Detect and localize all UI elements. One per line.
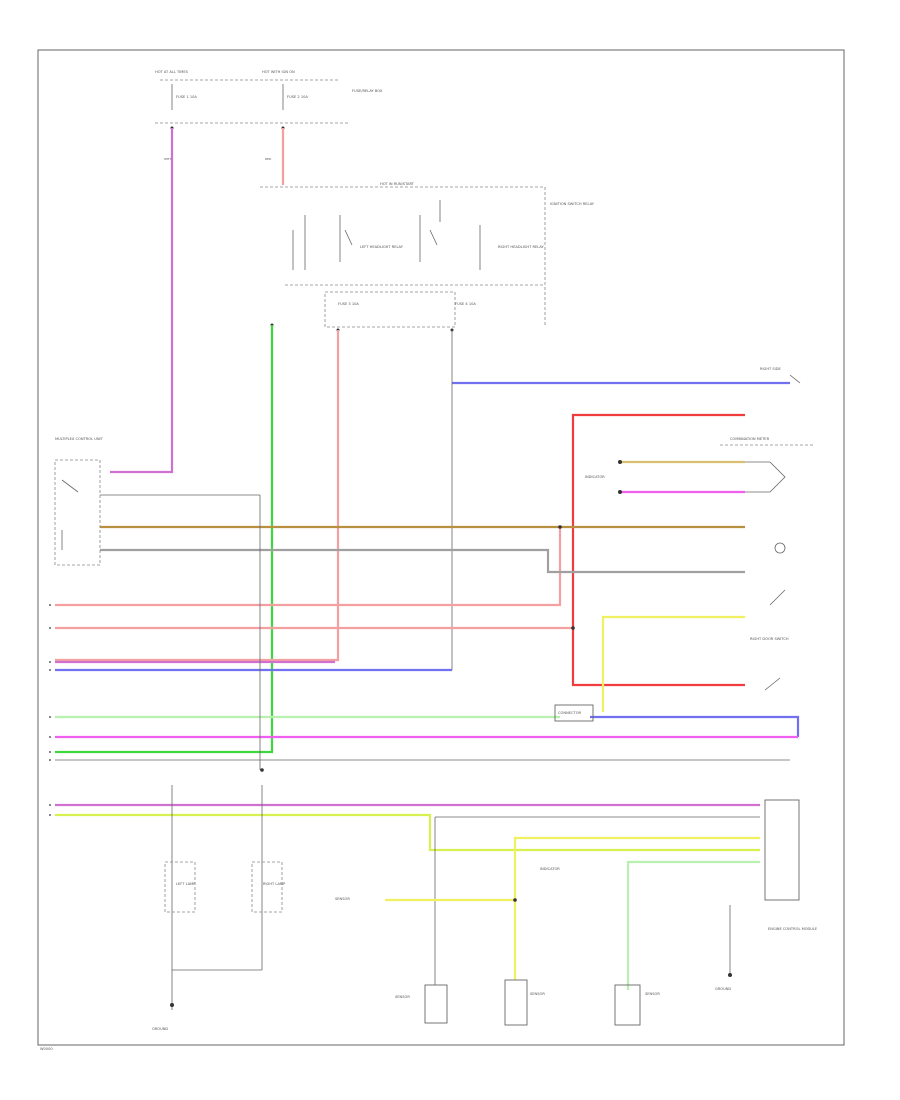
right-lamp-label: RIGHT LAMP bbox=[263, 882, 286, 886]
diagram-frame bbox=[37, 49, 845, 1046]
indicator-lower-label: INDICATOR bbox=[540, 867, 560, 871]
relay-bus-label: HOT IN RUN/START bbox=[380, 182, 415, 186]
relay-box: HOT IN RUN/START IGNITION SWITCH RELAY L… bbox=[260, 182, 595, 332]
wire-gray bbox=[100, 548, 745, 574]
module-label: MULTIPLEX CONTROL UNIT bbox=[55, 437, 104, 441]
bottom-sensors: SENSOR SENSOR SENSOR SENSOR INDICATOR bbox=[335, 867, 660, 1026]
wire-lightgreen-lower bbox=[626, 860, 760, 990]
fuse-4-label: FUSE 4 10A bbox=[455, 302, 476, 306]
sensor-1-label: SENSOR bbox=[335, 897, 350, 901]
wire-brown-riser bbox=[55, 527, 562, 607]
left-relay-label: LEFT HEADLIGHT RELAY bbox=[360, 245, 404, 249]
left-lamp-label: LEFT LAMP bbox=[176, 882, 196, 886]
fuse-box-top: HOT AT ALL TIMES HOT WITH IGN ON FUSE 1 … bbox=[155, 70, 383, 161]
sensor-4-label: SENSOR bbox=[645, 992, 660, 996]
fuse-3-label: FUSE 3 10A bbox=[338, 302, 359, 306]
wire-yellow-lower bbox=[513, 836, 760, 980]
wire-green-vertical bbox=[55, 325, 274, 754]
right-switch-label: RIGHT DOOR SWITCH bbox=[750, 637, 789, 641]
sensor-2-label: SENSOR bbox=[395, 995, 410, 999]
fuse-1-label: FUSE 1 10A bbox=[176, 95, 197, 99]
ground-2-label: GROUND bbox=[715, 987, 731, 991]
indicator-label: INDICATOR bbox=[585, 475, 605, 479]
multiplex-module: MULTIPLEX CONTROL UNIT bbox=[54, 437, 104, 566]
footer-code: W0000 bbox=[40, 1047, 53, 1051]
wire-violet-top bbox=[110, 128, 174, 474]
lamps: LEFT LAMP RIGHT LAMP bbox=[164, 861, 286, 913]
fuse-2-label: FUSE 2 10A bbox=[287, 95, 308, 99]
combination-meter-label: COMBINATION METER bbox=[730, 437, 770, 441]
left-pins bbox=[49, 604, 51, 816]
fuse-box-label: FUSE/RELAY BOX bbox=[352, 89, 383, 93]
relay-box-label: IGNITION SWITCH RELAY bbox=[550, 202, 595, 206]
wire-blue-right bbox=[590, 715, 800, 737]
connector-label: CONNECTOR bbox=[558, 711, 582, 715]
svg-text:RED: RED bbox=[265, 157, 272, 161]
wire-red-loop bbox=[571, 413, 745, 687]
wire-pink-fuse3 bbox=[55, 330, 340, 662]
sensor-3-label: SENSOR bbox=[530, 992, 545, 996]
wire-yellowgreen bbox=[55, 813, 760, 852]
wire-yellow-switch bbox=[601, 615, 745, 712]
right-top-label: RIGHT SIDE bbox=[760, 367, 781, 371]
right-components: RIGHT SIDE COMBINATION METER INDICATOR R… bbox=[554, 367, 818, 931]
ground-1-label: GROUND bbox=[152, 1027, 168, 1031]
ecu-label: ENGINE CONTROL MODULE bbox=[768, 927, 818, 931]
right-relay-label: RIGHT HEADLIGHT RELAY bbox=[498, 245, 544, 249]
fuse-header-right: HOT WITH IGN ON bbox=[262, 70, 295, 74]
svg-text:WHT: WHT bbox=[164, 157, 171, 161]
fuse-header-left: HOT AT ALL TIMES bbox=[155, 70, 189, 74]
grounds: GROUND GROUND bbox=[152, 987, 731, 1031]
